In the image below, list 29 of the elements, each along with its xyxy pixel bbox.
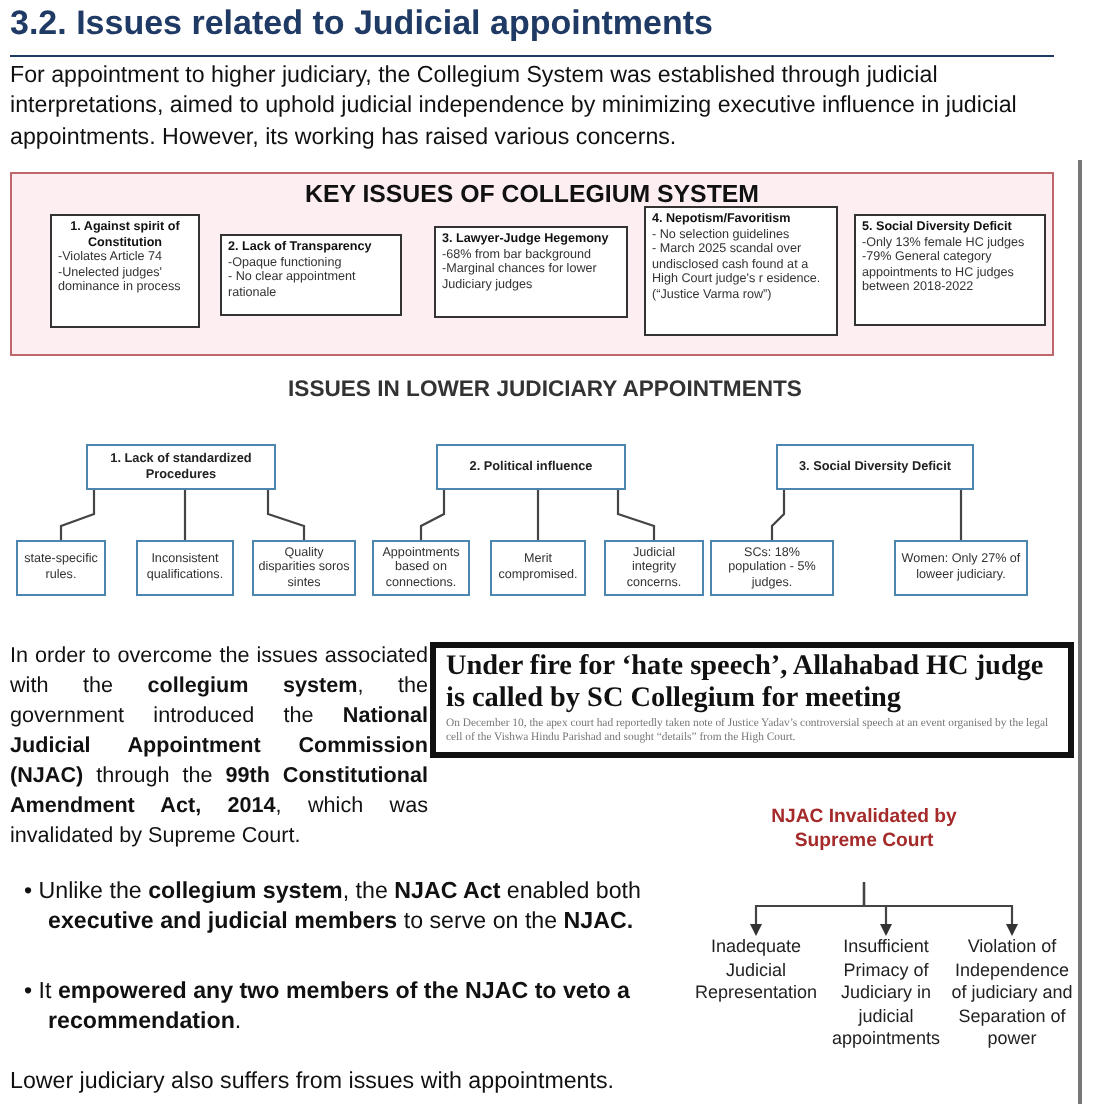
- connector-line: [616, 490, 656, 540]
- issue-card: [644, 206, 838, 336]
- bullet-point: • Unlike the collegium system, the NJAC Act enabled both executive and judicial members to serve on the NJAC.: [22, 876, 643, 938]
- connector-line: [59, 490, 96, 540]
- connector-line: [183, 490, 187, 540]
- connector-line: [536, 490, 540, 540]
- consequence-label: Violation of Independence of judiciary and Separation of power: [948, 936, 1076, 1064]
- headline: Under fire for ‘hate speech’, Allahabad HC judge is called by SC Collegium for meeting: [446, 652, 1046, 714]
- arrow: [862, 882, 1018, 936]
- bullet-point: • It empowered any two members of the NJAC to veto a recommendation.: [22, 976, 632, 1038]
- body-paragraph: In order to overcome the issues associated with the collegium system, the government introduced the National Judicial Appointment Commission (NJAC) through the 99th Constitutional Amendment Act, 2014, which was invalidated by Supreme Court.: [10, 642, 428, 852]
- connector-line: [266, 490, 306, 540]
- connector-line: [419, 490, 446, 540]
- connector-line: [959, 490, 963, 540]
- body-text: Lower judiciary also suffers from issues with appointments.: [10, 1066, 616, 1097]
- connector-line: [770, 490, 786, 540]
- news-clipping: [430, 642, 1074, 758]
- consequence-label: Inadequate Judicial Representation: [686, 936, 826, 1016]
- issue-card: [220, 234, 402, 316]
- consequence-label: Insufficient Primacy of Judiciary in judicial appointments: [824, 936, 948, 1064]
- issue-card: [50, 214, 200, 328]
- panel-heading: KEY ISSUES OF COLLEGIUM SYSTEM: [303, 180, 761, 208]
- section-subheading: ISSUES IN LOWER JUDICIARY APPOINTMENTS: [286, 378, 804, 402]
- issue-panel: [10, 172, 1054, 356]
- issue-card: [854, 214, 1046, 326]
- section-heading: 3.2. Issues related to Judicial appointments: [10, 4, 713, 44]
- heading-label: NJAC Invalidated by Supreme Court: [760, 806, 968, 882]
- issue-card: [434, 226, 628, 318]
- intro-paragraph: For appointment to higher judiciary, the Collegium System was established through judicial interpretations, aimed to uphold judicial independence by minimizing executive influence in judicial appointments. However, its working has raised various concerns.: [10, 60, 1019, 153]
